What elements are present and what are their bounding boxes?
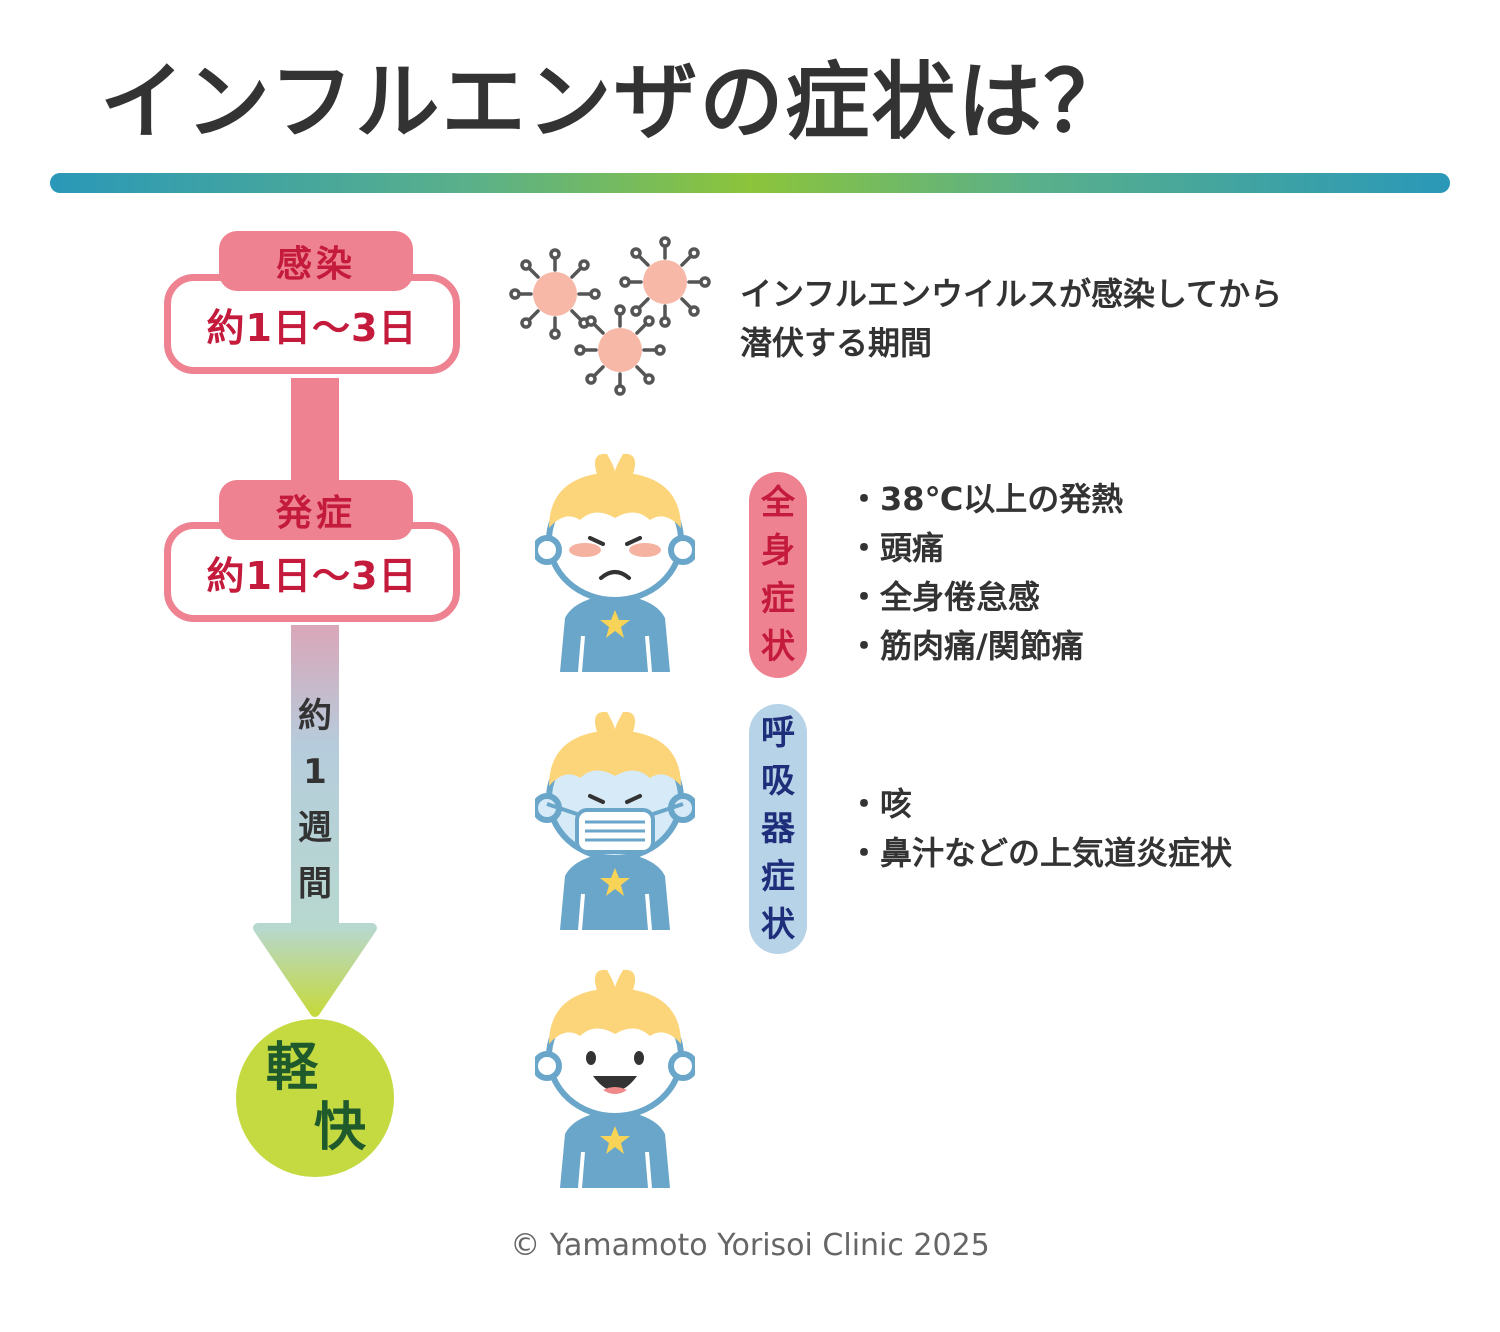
systemic-label-char: 状 [761, 627, 795, 667]
respiratory-label-char: 吸 [761, 761, 795, 801]
title-underline [50, 173, 1450, 193]
period-char: 週 [298, 808, 332, 848]
onset-duration: 約1日〜3日 [206, 553, 418, 598]
respiratory-label-char: 器 [761, 809, 795, 849]
virus-icon [574, 304, 666, 396]
infection-label-text: 感染 [275, 244, 356, 285]
respiratory-symptoms-list: ・咳 ・鼻汁などの上気道炎症状 [848, 780, 1232, 878]
timeline-connector [291, 378, 339, 486]
sick-child-icon [535, 453, 695, 672]
list-item: ・38℃以上の発熱 [848, 480, 1124, 518]
down-arrow-icon [253, 923, 377, 1017]
virus-icons [509, 236, 711, 396]
list-item: ・頭痛 [848, 529, 945, 567]
recovery-char: 軽 [266, 1038, 319, 1098]
happy-child-icon [535, 969, 695, 1188]
systemic-label-char: 身 [761, 531, 795, 571]
timeline-progress-bar [291, 625, 339, 925]
respiratory-label-char: 呼 [761, 713, 795, 753]
period-char: 1 [303, 752, 327, 792]
recovery-label: 軽 快 [266, 1038, 366, 1158]
list-item: ・鼻汁などの上気道炎症状 [848, 834, 1233, 872]
virus-icon [619, 236, 711, 328]
systemic-label-char: 症 [761, 579, 795, 619]
incubation-line: インフルエンウイルスが感染してから [740, 275, 1283, 313]
page-title: インフルエンザの症状は？ [100, 53, 1130, 151]
list-item: ・筋肉痛/関節痛 [848, 627, 1084, 665]
infection-duration: 約1日〜3日 [206, 305, 418, 350]
systemic-symptoms-label: 全 身 症 状 [749, 472, 807, 678]
masked-child-icon [535, 711, 695, 930]
onset-label-text: 発症 [275, 493, 356, 534]
recovery-char: 快 [313, 1098, 366, 1158]
period-label: 約 1 週 間 [291, 688, 339, 912]
onset-label: 発症 [219, 480, 413, 540]
incubation-line: 潜伏する期間 [740, 324, 933, 362]
infection-label: 感染 [219, 231, 413, 291]
period-char: 約 [298, 696, 332, 736]
respiratory-symptoms-label: 呼 吸 器 症 状 [749, 704, 807, 954]
respiratory-label-char: 症 [761, 857, 795, 897]
list-item: ・全身倦怠感 [848, 578, 1041, 616]
recovery-circle [236, 1019, 394, 1177]
period-char: 間 [298, 864, 332, 904]
systemic-label-char: 全 [761, 483, 795, 523]
respiratory-label-char: 状 [761, 905, 795, 945]
systemic-symptoms-list: ・38℃以上の発熱 ・頭痛 ・全身倦怠感 ・筋肉痛/関節痛 [848, 475, 1123, 671]
incubation-description: インフルエンウイルスが感染してから 潜伏する期間 [740, 270, 1282, 368]
virus-icon [509, 248, 601, 340]
copyright: © Yamamoto Yorisoi Clinic 2025 [510, 1228, 990, 1263]
list-item: ・咳 [848, 785, 913, 823]
